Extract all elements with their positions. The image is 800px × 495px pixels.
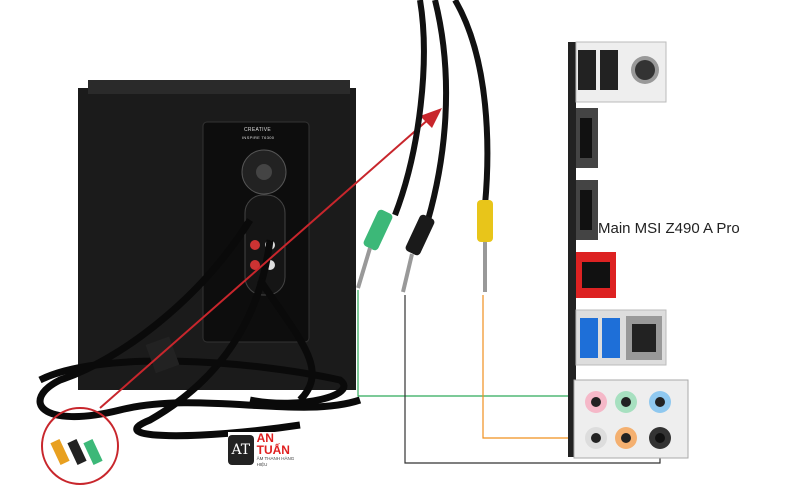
motherboard-label: Main MSI Z490 A Pro [598, 220, 740, 237]
speaker-brand: CREATIVE [244, 127, 272, 133]
an-tuan-logo: AT AN TUẤN ÂM THANH HÀNG HIỆU [228, 432, 306, 468]
speaker-audio-plugs [50, 439, 103, 465]
black-jack [401, 214, 435, 293]
red-arrow [99, 108, 442, 409]
logo-mark: AT [228, 435, 254, 465]
audio-cables [392, 0, 491, 221]
motherboard-io-panel [568, 41, 689, 459]
yellow-jack [477, 200, 493, 292]
highlight-circle [41, 407, 119, 485]
logo-name: AN TUẤN [256, 431, 290, 457]
speaker-cables [36, 218, 362, 440]
logo-tagline: ÂM THANH HÀNG HIỆU [256, 456, 295, 467]
green-jack [356, 209, 393, 289]
speaker-subwoofer [78, 80, 356, 390]
speaker-model: INSPIRE T6300 [242, 135, 275, 140]
green-wire [357, 290, 596, 397]
